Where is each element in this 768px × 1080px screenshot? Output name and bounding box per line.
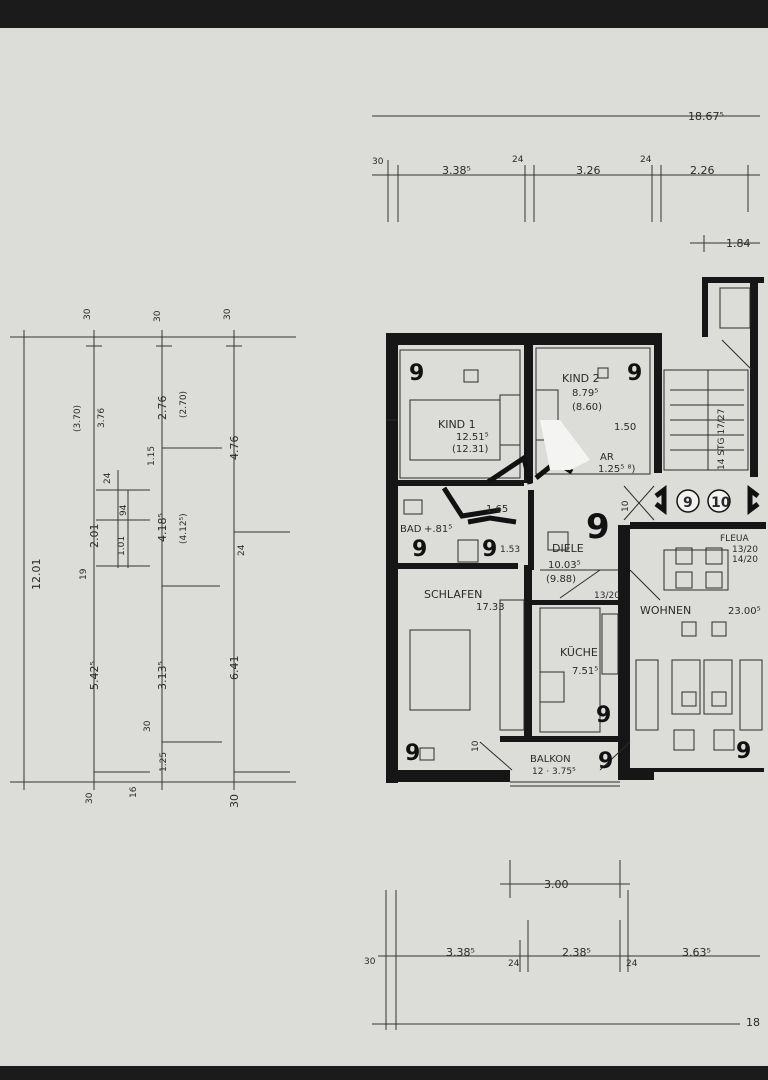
room-wohnen-name: WOHNEN (640, 604, 691, 617)
left-lower-dim: 5.42⁵ (88, 661, 101, 690)
room-kind1-area2: (12.31) (452, 444, 489, 455)
left-376-dim: 3.76 (97, 408, 107, 428)
left-94-dim: 94 (119, 504, 129, 516)
bottom-2385-dim: 2.38⁵ (562, 946, 591, 959)
stair-marker-10: 10 (707, 489, 731, 513)
dim-10a: 10 (621, 500, 631, 512)
svg-text:10: 10 (711, 495, 731, 511)
top-total-dim: 18.67⁵ (688, 110, 724, 123)
room-kueche-area: 7.51⁵ (572, 666, 598, 677)
left-30a-dim: 30 (83, 308, 93, 320)
left-370-dim: (3.70) (73, 405, 83, 432)
right-184-dim: 1.84 (726, 237, 751, 250)
bottom-300-dim: 3.00 (544, 878, 569, 891)
left-270-dim: (2.70) (179, 391, 189, 418)
bottom-3635-dim: 3.63⁵ (682, 946, 711, 959)
room-kind1-area: 12.51⁵ (456, 432, 489, 443)
nine-diele: 9 (586, 507, 610, 547)
room-kind2-name: KIND 2 (562, 372, 600, 385)
nine-kind2: 9 (627, 361, 642, 386)
room-labels: KIND 1 12.51⁵ (12.31) KIND 2 8.79⁵ (8.60… (400, 372, 761, 777)
left-201-dim: 2.01 (88, 524, 101, 549)
top-wall-24a: 24 (512, 155, 524, 165)
left-total-dim: 12.01 (30, 559, 43, 591)
floor-plan-walls (386, 277, 766, 783)
nine-kind1: 9 (409, 361, 424, 386)
left-30f-dim: 30 (228, 794, 241, 808)
dim-1320: 13/20 (594, 591, 620, 601)
bottom-dimension-chains (372, 860, 760, 1030)
nine-kueche: 9 (596, 703, 611, 728)
door-highlight (540, 420, 590, 470)
left-476-dim: 4.76 (228, 436, 241, 461)
top-seg-b: 3.26 (576, 164, 601, 177)
nine-wc: 9 (482, 537, 497, 562)
left-115-dim: 1.15 (147, 446, 157, 466)
top-scan-edge (0, 0, 768, 28)
floor-plan-fine-lines (386, 287, 763, 787)
top-wall-24b: 24 (640, 155, 652, 165)
nine-balkon: 9 (598, 749, 613, 774)
nine-markers: 9 9 9 9 9 9 9 9 9 (405, 361, 751, 774)
left-276-dim: 2.76 (156, 396, 169, 421)
left-24b-dim: 24 (237, 544, 247, 556)
top-dimension-chain (372, 115, 760, 252)
top-seg-a: 3.38⁵ (442, 164, 471, 177)
bottom-w24b: 24 (626, 959, 638, 969)
dim-165: 1.65 (486, 504, 508, 515)
bottom-w24a: 24 (508, 959, 520, 969)
left-101-dim: 1.01 (117, 536, 127, 556)
room-bad-area: +.81⁵ (424, 524, 452, 535)
room-balkon-name: BALKON (530, 754, 571, 765)
left-24a-dim: 24 (103, 472, 113, 484)
room-wohnen-area: 23.00⁵ (728, 606, 761, 617)
room-diele-area: 10.03⁵ (548, 560, 581, 571)
bottom-total-dim: 18 (746, 1016, 760, 1029)
left-641-dim: 6.41 (228, 656, 241, 681)
room-kueche-name: KÜCHE (560, 646, 598, 659)
nine-wohnen: 9 (736, 739, 751, 764)
room-kind2-area2: (8.60) (572, 402, 602, 413)
room-fleua-area2: 14/20 (732, 555, 758, 565)
bottom-scan-edge (0, 1066, 768, 1080)
nine-bad: 9 (412, 537, 427, 562)
left-313-dim: 3.13⁵ (156, 661, 169, 690)
stair-marker-9: 9 (676, 489, 700, 513)
room-diele-area2: (9.88) (546, 574, 576, 585)
left-16-dim: 16 (129, 786, 139, 798)
left-30d-dim: 30 (85, 792, 95, 804)
top-seg-c: 2.26 (690, 164, 715, 177)
svg-text:9: 9 (683, 495, 693, 511)
room-kind1-name: KIND 1 (438, 418, 476, 431)
room-kind2-area: 8.79⁵ (572, 388, 598, 399)
left-30c-dim: 30 (223, 308, 233, 320)
stair-label: 14 STG 17/27 (717, 409, 727, 470)
room-balkon-area: 12 · 3.75⁵ (532, 767, 576, 777)
room-ar-area: 1.25⁵ ⁸) (598, 464, 635, 475)
room-fleua-area: 13/20 (732, 545, 758, 555)
room-schlafen-area: 17.33 (476, 602, 505, 613)
left-125-dim: 1.25 (159, 752, 169, 772)
nine-schlafen: 9 (405, 741, 420, 766)
left-418-dim: 4.18⁵ (156, 513, 169, 542)
bottom-3385-dim: 3.38⁵ (446, 946, 475, 959)
room-diele-name: DIELE (552, 542, 584, 555)
left-30b-dim: 30 (153, 310, 163, 322)
bottom-w30: 30 (364, 957, 376, 967)
left-dimension-labels: 12.01 5.42⁵ 2.01 1.01 94 19 24 3.76 (3.7… (30, 308, 247, 808)
left-30e-dim: 30 (143, 720, 153, 732)
left-dimension-chains (10, 330, 296, 790)
left-412-dim: (4.12⁵) (179, 513, 189, 544)
room-ar-name: AR (600, 452, 614, 463)
top-wall-30: 30 (372, 157, 384, 167)
left-19-dim: 19 (79, 568, 89, 580)
room-fleua-name: FLEUA (720, 534, 749, 544)
dim-10b: 10 (471, 740, 481, 752)
room-schlafen-name: SCHLAFEN (424, 588, 482, 601)
dim-150: 1.50 (614, 422, 636, 433)
room-bad-name: BAD (400, 524, 422, 535)
dim-153: 1.53 (500, 545, 520, 555)
